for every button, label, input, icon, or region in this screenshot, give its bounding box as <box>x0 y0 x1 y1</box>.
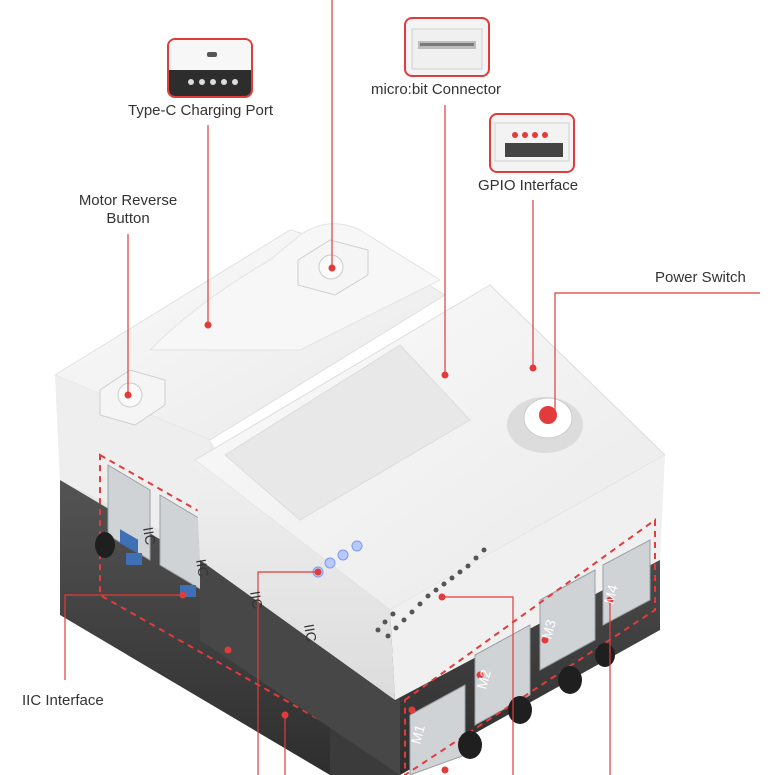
callout-lines <box>64 0 760 775</box>
motor-port-label: M2 <box>473 668 494 691</box>
iic-port <box>107 464 151 561</box>
power-switch <box>507 397 583 453</box>
iic-port-label: IIC <box>301 623 320 643</box>
callout-dots <box>124 264 614 774</box>
type-c-port-inset <box>167 38 253 98</box>
motor-port-label: M1 <box>407 723 428 746</box>
iic-port-labels: IIC IIC IIC IIC <box>140 526 320 643</box>
motor-reverse-label-line2: Button <box>106 210 150 227</box>
gpio-interface-inset <box>489 113 575 173</box>
iic-port-label: IIC <box>140 526 159 546</box>
speaker-grille <box>375 547 487 639</box>
motor-port-labels: M1 M2 M3 M4 <box>407 583 621 746</box>
iic-port-label: IIC <box>193 558 212 578</box>
type-c-charging-port-label: Type-C Charging Port <box>128 102 274 119</box>
gpio-interface-label: GPIO Interface <box>478 177 579 194</box>
iic-interface-label: IIC Interface <box>22 692 104 709</box>
motor-port-label: M4 <box>600 583 621 606</box>
right-module-body <box>194 284 666 700</box>
iic-port-label: IIC <box>247 590 266 610</box>
motor-port-label: M3 <box>538 618 559 641</box>
motor-port <box>539 569 596 671</box>
motor-reverse-button-label: Motor Reverse Button <box>70 192 186 228</box>
motor-port <box>602 539 651 626</box>
power-switch-label: Power Switch <box>655 269 746 286</box>
motor-reverse-label-line1: Motor Reverse <box>78 192 178 209</box>
microbit-connector-inset <box>404 17 490 77</box>
microbit-connector-label: micro:bit Connector <box>371 81 502 98</box>
motor-highlight-box <box>404 518 656 775</box>
